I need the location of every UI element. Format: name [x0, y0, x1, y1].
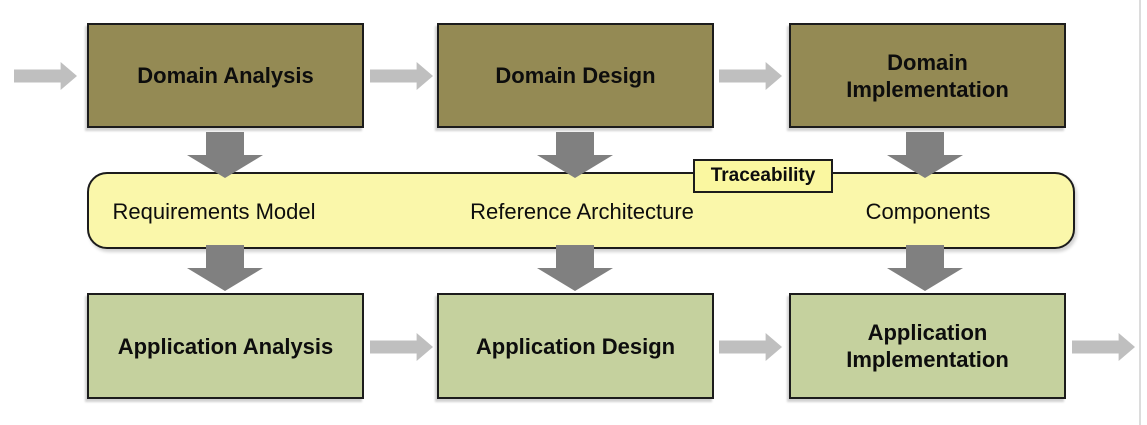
box-domain-design: Domain Design — [437, 23, 714, 128]
box-domain-design-label: Domain Design — [495, 63, 656, 88]
arrow-right-icon — [370, 333, 433, 361]
band-label-requirements-model: Requirements Model — [112, 199, 316, 224]
arrow-right-icon — [1072, 333, 1135, 361]
box-domain-analysis: Domain Analysis — [87, 23, 364, 128]
box-domain-analysis-label: Domain Analysis — [137, 63, 314, 88]
box-domain-implementation: Domain Implementation — [789, 23, 1066, 128]
arrow-down-icon — [187, 245, 263, 291]
arrow-down-icon — [537, 245, 613, 291]
box-application-design: Application Design — [437, 293, 714, 399]
box-application-implementation: Application Implementation — [789, 293, 1066, 399]
arrow-right-icon — [719, 62, 782, 90]
band-label-reference-architecture: Reference Architecture — [470, 199, 694, 224]
box-domain-implementation-label: Domain Implementation — [846, 49, 1009, 102]
box-application-design-label: Application Design — [475, 333, 676, 359]
band-label-components: Components — [865, 199, 991, 224]
traceability-tag: Traceability — [693, 159, 833, 193]
arrow-down-icon — [887, 245, 963, 291]
traceability-tag-label: Traceability — [710, 165, 816, 186]
box-application-analysis-label: Application Analysis — [117, 333, 334, 359]
box-application-analysis: Application Analysis — [87, 293, 364, 399]
page-edge-line — [1139, 0, 1141, 425]
arrow-right-icon — [719, 333, 782, 361]
arrow-right-icon — [14, 62, 77, 90]
box-application-implementation-label: Application Implementation — [846, 320, 1009, 372]
arrow-right-icon — [370, 62, 433, 90]
